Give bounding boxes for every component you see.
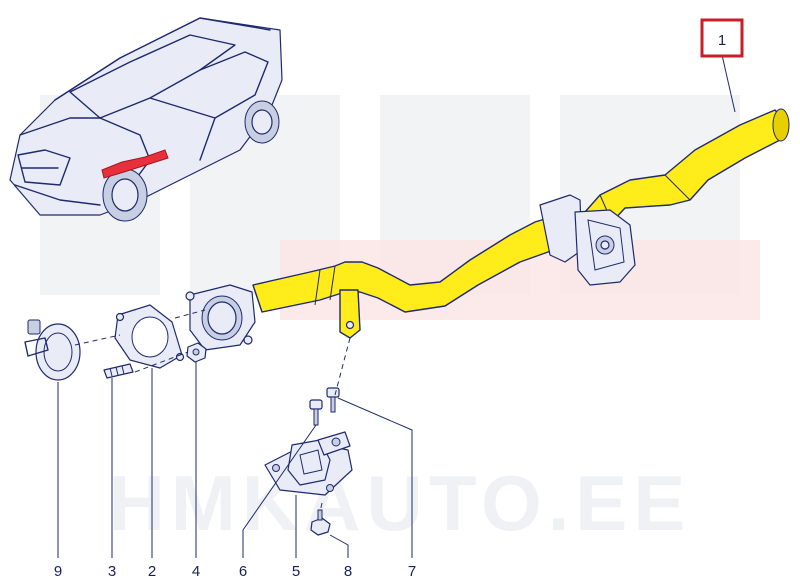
part-9-clamp [24,319,81,381]
callout-1-label: 1 [718,32,726,49]
part-4-nut [186,342,207,363]
callout-4-label: 4 [192,563,200,580]
callout-9-label: 9 [54,563,62,580]
callout-1: 1 [700,18,744,58]
part-5-rubber-mount [264,431,353,496]
part-6-bolt [309,399,323,426]
callout-1-highlight-box [700,18,744,58]
watermark-footer-text: HMKAUTO.EE [109,459,692,547]
part-7-bolt [326,387,340,413]
part-1-exhaust-pipe [185,108,790,351]
part-1-hanger-bracket [339,289,361,339]
callout-5-label: 5 [292,563,300,580]
callout-7-label: 7 [408,563,416,580]
part-2-gasket [114,304,185,369]
part-8-bolt [310,509,331,536]
car-illustration [9,17,283,222]
callout-2-label: 2 [148,563,156,580]
mount-assembly [264,387,353,536]
callout-8-label: 8 [344,563,352,580]
part-1-front-flange [185,284,256,351]
part-3-stud [103,363,134,379]
assembly-guide-lines [74,309,351,513]
callout-6-label: 6 [239,563,247,580]
leader-lines [57,54,736,558]
callout-3-label: 3 [108,563,116,580]
part-1-sensor-cluster [539,194,636,286]
car-exhaust-highlight [101,149,169,179]
